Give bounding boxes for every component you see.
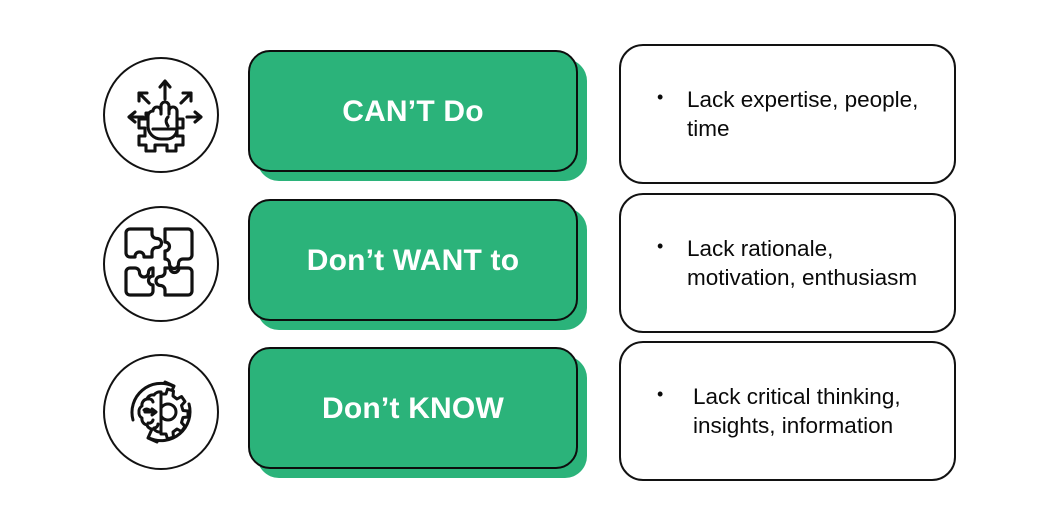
- category-box-face[interactable]: CAN’T Do: [248, 50, 578, 172]
- category-box[interactable]: CAN’T Do: [248, 50, 587, 181]
- list-item: Lack expertise, people, time: [655, 84, 936, 144]
- fist-gear-arrows-icon: [103, 57, 219, 173]
- category-label: Don’t KNOW: [322, 391, 504, 425]
- description-box: Lack critical thinking, insights, inform…: [619, 341, 956, 481]
- category-box[interactable]: Don’t KNOW: [248, 347, 587, 478]
- category-box-face[interactable]: Don’t WANT to: [248, 199, 578, 321]
- four-puzzle-pieces-icon: [103, 206, 219, 322]
- list-item: Lack rationale, motivation, enthusiasm: [655, 233, 936, 293]
- bullet-list: Lack rationale, motivation, enthusiasm: [621, 233, 954, 293]
- category-label: Don’t WANT to: [306, 243, 520, 277]
- diagram-row: Don’t WANT to Lack rationale, motivation…: [0, 189, 1059, 338]
- bullet-list: Lack expertise, people, time: [621, 84, 954, 144]
- category-box-face[interactable]: Don’t KNOW: [248, 347, 578, 469]
- bullet-list: Lack critical thinking, insights, inform…: [621, 381, 954, 441]
- diagram-row: Don’t KNOW Lack critical thinking, insig…: [0, 337, 1059, 486]
- list-item: Lack critical thinking, insights, inform…: [655, 381, 936, 441]
- description-box: Lack rationale, motivation, enthusiasm: [619, 193, 956, 333]
- category-box[interactable]: Don’t WANT to: [248, 199, 587, 330]
- brain-gear-cycle-icon: [103, 354, 219, 470]
- diagram-row: CAN’T Do Lack expertise, people, time: [0, 40, 1059, 189]
- description-box: Lack expertise, people, time: [619, 44, 956, 184]
- category-label: CAN’T Do: [342, 94, 484, 128]
